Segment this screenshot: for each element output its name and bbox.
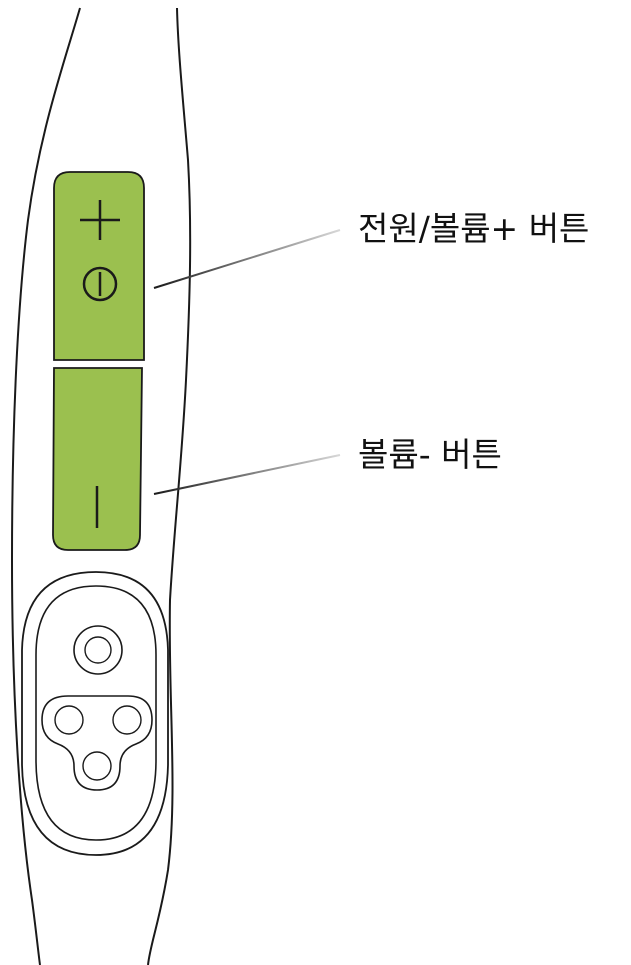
power-volume-up-button[interactable] — [53, 171, 145, 361]
headband-right-edge — [147, 7, 192, 965]
charging-contact-right — [112, 705, 142, 735]
charging-contact-bottom — [82, 751, 112, 781]
headband-left-edge — [10, 7, 81, 965]
charging-contact-left — [54, 705, 84, 735]
volume-down-label: 볼륨- 버튼 — [358, 435, 502, 474]
volume-down-leader-line — [153, 454, 341, 495]
power-icon — [82, 266, 118, 302]
charging-contact-top — [73, 625, 123, 675]
power-button-leader-line — [153, 229, 341, 289]
volume-down-button[interactable] — [52, 367, 143, 551]
plus-icon — [80, 200, 120, 240]
power-volume-up-label: 전원/볼륨+ 버튼 — [358, 209, 589, 248]
